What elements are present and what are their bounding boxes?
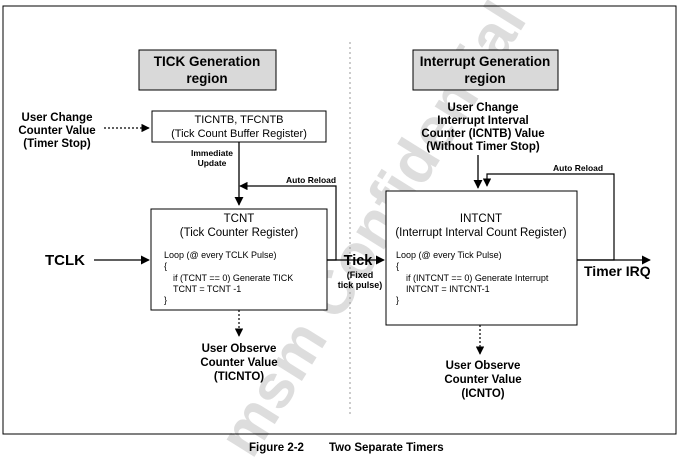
- svg-text:TCNT: TCNT: [224, 213, 255, 225]
- right-observe-label: User Observe Counter Value (ICNTO): [444, 360, 521, 400]
- figure-frame: [2, 5, 677, 435]
- svg-text:Two Separate Timers: Two Separate Timers: [329, 442, 444, 454]
- svg-text:}: }: [164, 295, 167, 305]
- svg-text:{: {: [396, 261, 399, 271]
- svg-text:(Interrupt Interval Count Regi: (Interrupt Interval Count Register): [395, 227, 566, 239]
- svg-text:{: {: [164, 261, 167, 271]
- svg-text:(Tick Count Buffer Register): (Tick Count Buffer Register): [171, 128, 307, 140]
- svg-text:Counter Value: Counter Value: [444, 374, 521, 386]
- timer-irq-label: Timer IRQ: [584, 263, 651, 279]
- tick-region-label: TICK Generation region: [138, 49, 277, 91]
- svg-text:Counter Value: Counter Value: [18, 125, 95, 137]
- svg-text:region: region: [186, 71, 227, 86]
- svg-text:User Change: User Change: [448, 102, 519, 114]
- left-user-change-label: User Change Counter Value (Timer Stop): [18, 112, 95, 150]
- tick-sub-label-1: (Fixed: [347, 270, 374, 280]
- interrupt-region-label: Interrupt Generation region: [412, 49, 559, 91]
- svg-text:(Timer Stop): (Timer Stop): [23, 138, 91, 150]
- right-auto-reload-label: Auto Reload: [553, 163, 603, 173]
- svg-text:if (INTCNT == 0) Generate Inte: if (INTCNT == 0) Generate Interrupt: [406, 273, 549, 283]
- svg-text:User Change: User Change: [22, 112, 93, 124]
- intcnt-box: INTCNT (Interrupt Interval Count Registe…: [385, 190, 578, 326]
- svg-text:Interrupt Interval: Interrupt Interval: [437, 115, 528, 127]
- svg-text:INTCNT = INTCNT-1: INTCNT = INTCNT-1: [406, 284, 490, 294]
- svg-text:(TICNTO): (TICNTO): [214, 371, 264, 383]
- svg-text:(Tick Counter Register): (Tick Counter Register): [180, 227, 299, 239]
- svg-text:TICK Generation: TICK Generation: [154, 54, 261, 69]
- tclk-label: TCLK: [45, 252, 85, 269]
- svg-text:Immediate: Immediate: [191, 148, 233, 158]
- left-observe-label: User Observe Counter Value (TICNTO): [200, 343, 277, 383]
- svg-text:User Observe: User Observe: [446, 360, 521, 372]
- tick-label: Tick: [344, 253, 374, 269]
- svg-text:if (TCNT == 0) Generate TICK: if (TCNT == 0) Generate TICK: [173, 273, 293, 283]
- figure-caption: Figure 2-2 Two Separate Timers: [249, 442, 444, 454]
- svg-text:(ICNTO): (ICNTO): [461, 388, 504, 400]
- tcnt-box: TCNT (Tick Counter Register) Loop (@ eve…: [150, 208, 328, 311]
- svg-text:User Observe: User Observe: [202, 343, 277, 355]
- svg-text:Update: Update: [198, 158, 227, 168]
- svg-text:TCNT = TCNT -1: TCNT = TCNT -1: [173, 284, 241, 294]
- svg-text:INTCNT: INTCNT: [460, 213, 502, 225]
- tick-sub-label-2: tick pulse): [338, 280, 383, 290]
- svg-text:region: region: [464, 71, 505, 86]
- svg-text:TICNTB, TFCNTB: TICNTB, TFCNTB: [194, 114, 283, 126]
- left-auto-reload-label: Auto Reload: [286, 175, 336, 185]
- svg-text:(Without Timer Stop): (Without Timer Stop): [426, 141, 540, 153]
- svg-text:}: }: [396, 295, 399, 305]
- svg-text:Counter Value: Counter Value: [200, 357, 277, 369]
- buffer-register-box: TICNTB, TFCNTB (Tick Count Buffer Regist…: [151, 110, 327, 143]
- svg-text:Interrupt Generation: Interrupt Generation: [420, 54, 551, 69]
- svg-text:Loop (@ every TCLK Pulse): Loop (@ every TCLK Pulse): [164, 250, 277, 260]
- svg-text:Counter (ICNTB) Value: Counter (ICNTB) Value: [421, 128, 544, 140]
- right-user-change-label: User Change Interrupt Interval Counter (…: [421, 102, 544, 153]
- svg-text:Figure 2-2: Figure 2-2: [249, 442, 304, 454]
- svg-text:Loop (@ every Tick Pulse): Loop (@ every Tick Pulse): [396, 250, 502, 260]
- immediate-update-label: Immediate Update: [191, 148, 233, 168]
